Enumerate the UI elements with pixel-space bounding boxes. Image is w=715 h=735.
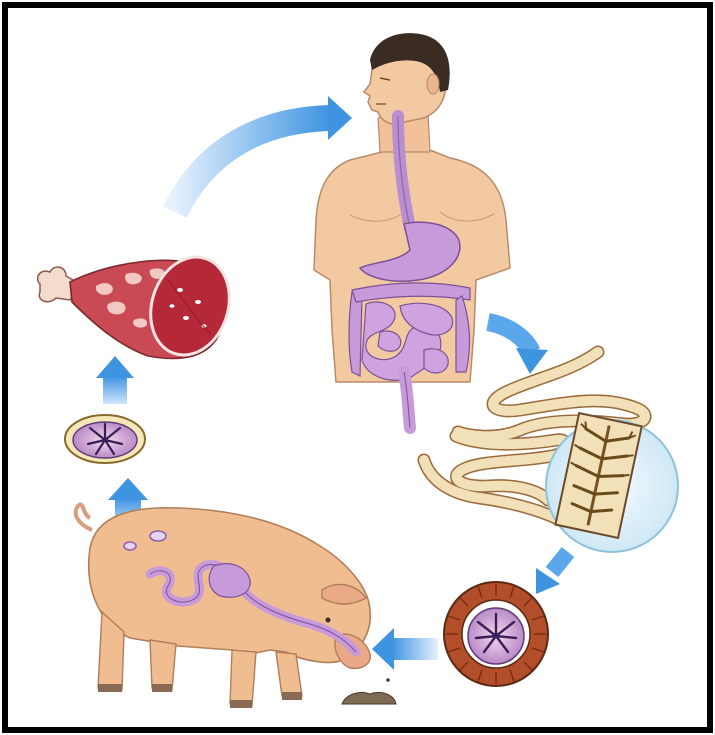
tapeworm-egg	[444, 582, 548, 686]
cysticercus-cyst	[65, 415, 145, 463]
